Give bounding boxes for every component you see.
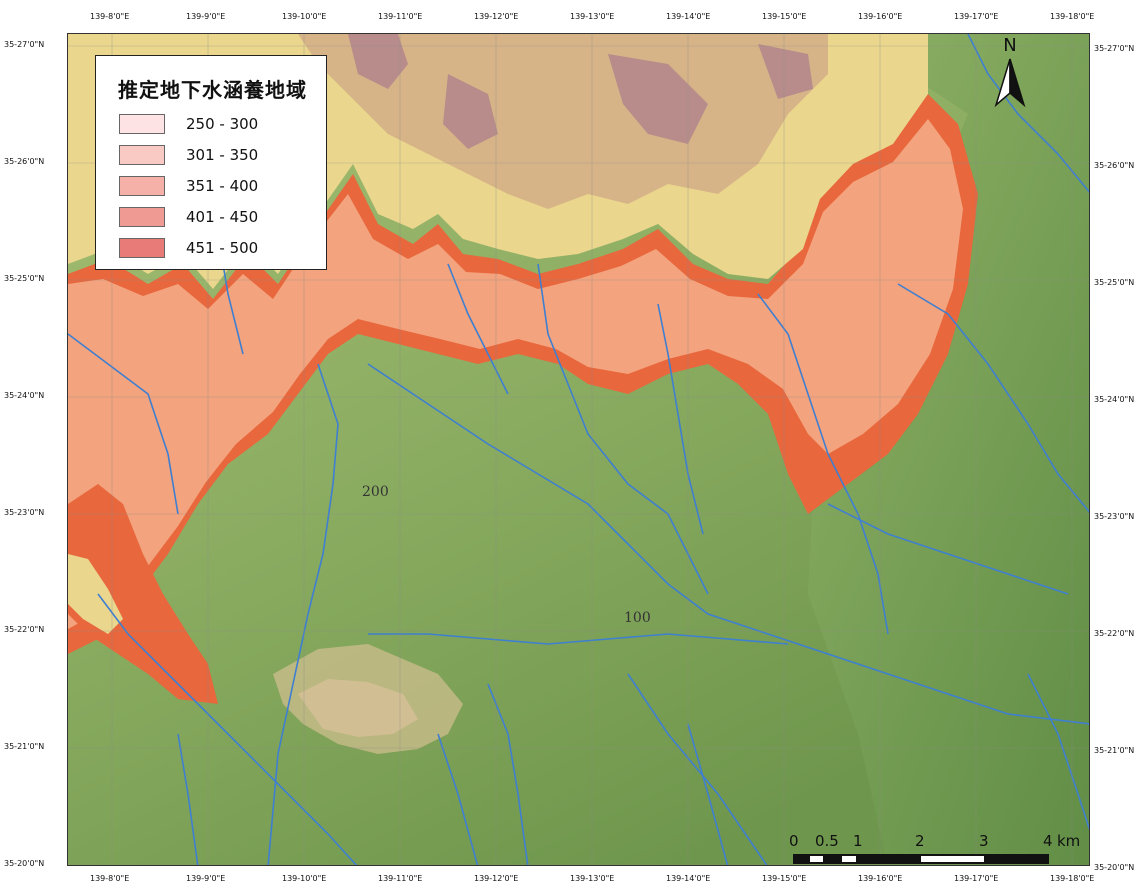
peak-tan bbox=[298, 34, 828, 209]
legend-item: 250 - 300 bbox=[119, 114, 319, 136]
scale-bar: 0 0.5 1 2 3 4 km bbox=[787, 832, 1081, 866]
contour-label-200: 200 bbox=[362, 484, 389, 500]
west-yellow bbox=[68, 554, 123, 634]
right-tick-label: 35-22'0"N bbox=[1094, 629, 1135, 638]
right-tick-label: 35-24'0"N bbox=[1094, 395, 1135, 404]
left-tick-label: 35-20'0"N bbox=[4, 859, 45, 868]
legend-swatch bbox=[119, 176, 165, 196]
south-pale-patch-2 bbox=[298, 679, 418, 737]
peak-mauve bbox=[348, 34, 813, 149]
bottom-tick-label: 139-13'0"E bbox=[570, 874, 615, 883]
east-hills bbox=[808, 34, 1089, 865]
bottom-tick-label: 139-8'0"E bbox=[90, 874, 130, 883]
top-tick-label: 139-10'0"E bbox=[282, 12, 327, 21]
right-tick-label: 35-26'0"N bbox=[1094, 161, 1135, 170]
top-tick-label: 139-9'0"E bbox=[186, 12, 226, 21]
legend-label: 351 - 400 bbox=[186, 177, 259, 195]
bottom-tick-label: 139-11'0"E bbox=[378, 874, 423, 883]
legend-swatch bbox=[119, 114, 165, 134]
legend-item: 401 - 450 bbox=[119, 207, 319, 229]
scale-label: 4 bbox=[1043, 832, 1053, 850]
legend-label: 451 - 500 bbox=[186, 239, 259, 257]
legend-item: 301 - 350 bbox=[119, 145, 319, 167]
right-tick-label: 35-27'0"N bbox=[1094, 44, 1135, 53]
scale-label: 0 bbox=[789, 832, 799, 850]
legend: 推定地下水涵養地域 250 - 300 301 - 350 351 - 400 … bbox=[95, 55, 327, 270]
left-tick-label: 35-22'0"N bbox=[4, 625, 45, 634]
bottom-tick-label: 139-10'0"E bbox=[282, 874, 327, 883]
legend-swatch bbox=[119, 207, 165, 227]
scale-label: 3 bbox=[979, 832, 989, 850]
top-tick-label: 139-17'0"E bbox=[954, 12, 999, 21]
left-tick-label: 35-24'0"N bbox=[4, 391, 45, 400]
bottom-tick-label: 139-15'0"E bbox=[762, 874, 807, 883]
scale-label: 0.5 bbox=[815, 832, 839, 850]
bottom-tick-label: 139-16'0"E bbox=[858, 874, 903, 883]
legend-item: 351 - 400 bbox=[119, 176, 319, 198]
top-tick-label: 139-11'0"E bbox=[378, 12, 423, 21]
top-tick-label: 139-15'0"E bbox=[762, 12, 807, 21]
legend-label: 301 - 350 bbox=[186, 146, 259, 164]
north-arrow: N bbox=[988, 35, 1032, 111]
left-tick-label: 35-21'0"N bbox=[4, 742, 45, 751]
legend-label: 250 - 300 bbox=[186, 115, 259, 133]
legend-item: 451 - 500 bbox=[119, 238, 319, 260]
right-tick-label: 35-23'0"N bbox=[1094, 512, 1135, 521]
top-tick-label: 139-18'0"E bbox=[1050, 12, 1095, 21]
north-letter: N bbox=[1003, 35, 1017, 56]
top-tick-label: 139-13'0"E bbox=[570, 12, 615, 21]
left-tick-label: 35-23'0"N bbox=[4, 508, 45, 517]
right-tick-label: 35-25'0"N bbox=[1094, 278, 1135, 287]
legend-title: 推定地下水涵養地域 bbox=[118, 78, 307, 102]
bottom-tick-label: 139-18'0"E bbox=[1050, 874, 1095, 883]
west-orange bbox=[68, 484, 218, 704]
top-tick-label: 139-12'0"E bbox=[474, 12, 519, 21]
scale-bar-graphic bbox=[793, 854, 1049, 864]
bottom-tick-label: 139-14'0"E bbox=[666, 874, 711, 883]
legend-swatch bbox=[119, 238, 165, 258]
bottom-tick-label: 139-9'0"E bbox=[186, 874, 226, 883]
top-tick-label: 139-8'0"E bbox=[90, 12, 130, 21]
north-arrow-icon bbox=[994, 58, 1026, 108]
bottom-tick-label: 139-17'0"E bbox=[954, 874, 999, 883]
scale-unit: km bbox=[1057, 832, 1081, 850]
left-tick-label: 35-25'0"N bbox=[4, 274, 45, 283]
top-tick-label: 139-14'0"E bbox=[666, 12, 711, 21]
scale-label: 2 bbox=[915, 832, 925, 850]
left-tick-label: 35-26'0"N bbox=[4, 157, 45, 166]
legend-label: 401 - 450 bbox=[186, 208, 259, 226]
legend-swatch bbox=[119, 145, 165, 165]
contour-label-100: 100 bbox=[624, 610, 651, 626]
bottom-tick-label: 139-12'0"E bbox=[474, 874, 519, 883]
right-tick-label: 35-21'0"N bbox=[1094, 746, 1135, 755]
scale-label: 1 bbox=[853, 832, 863, 850]
right-tick-label: 35-20'0"N bbox=[1094, 863, 1135, 872]
top-tick-label: 139-16'0"E bbox=[858, 12, 903, 21]
left-tick-label: 35-27'0"N bbox=[4, 40, 45, 49]
